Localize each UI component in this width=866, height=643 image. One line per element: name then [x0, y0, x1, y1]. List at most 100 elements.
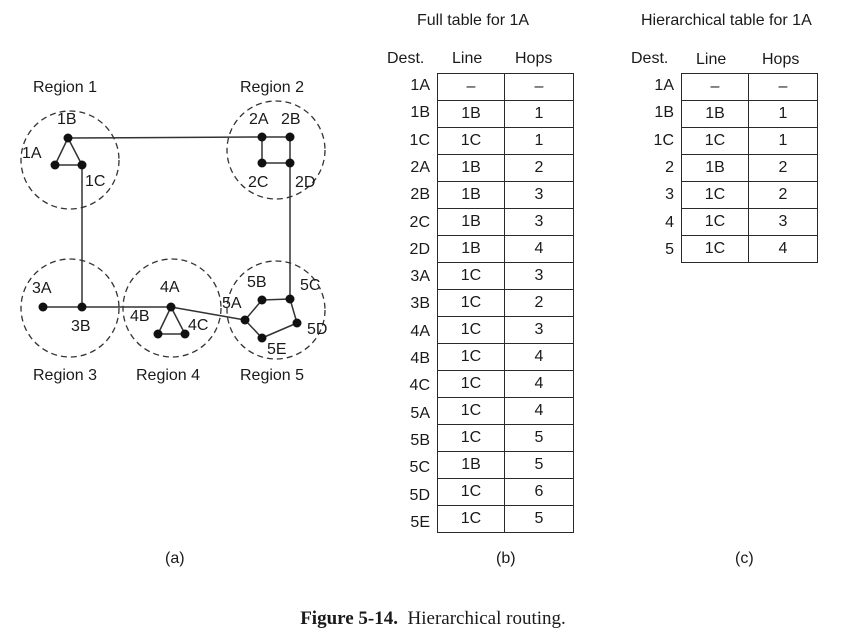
- dest-cell: 1A: [410, 77, 430, 94]
- region-5-label: Region 5: [240, 367, 304, 384]
- router-label-2A: 2A: [249, 111, 269, 128]
- hops-cell: 1: [748, 127, 818, 155]
- dest-cell: 4B: [410, 350, 430, 367]
- line-cell: 1B: [681, 100, 749, 128]
- subfigure-label-b: (b): [496, 550, 516, 567]
- line-cell: 1B: [437, 451, 505, 479]
- hops-cell: 1: [504, 100, 574, 128]
- dest-cell: 3B: [410, 295, 430, 313]
- hops-cell: 5: [504, 424, 574, 452]
- line-cell: 1C: [437, 505, 505, 533]
- router-label-5B: 5B: [247, 274, 267, 291]
- router-label-1B: 1B: [57, 111, 77, 128]
- dest-cell: 2B: [410, 186, 430, 204]
- hops-cell: 2: [504, 154, 574, 182]
- dest-cell: 1A: [654, 77, 674, 94]
- router-node-2C: [257, 158, 267, 168]
- router-label-5C: 5C: [300, 277, 320, 294]
- router-label-5D: 5D: [307, 321, 327, 338]
- router-node-2B: [285, 132, 295, 142]
- dest-cell: 1B: [654, 104, 674, 122]
- line-cell: 1C: [437, 424, 505, 452]
- router-label-3A: 3A: [32, 280, 52, 297]
- router-node-5D: [292, 318, 302, 328]
- dest-cell: 4C: [409, 377, 430, 395]
- router-node-4A: [166, 302, 176, 312]
- hops-cell: 6: [504, 478, 574, 506]
- dest-cell: 2A: [410, 158, 430, 176]
- router-node-1C: [77, 160, 87, 170]
- line-cell: 1C: [437, 397, 505, 425]
- line-cell: –: [681, 73, 749, 101]
- subfigure-label-c: (c): [735, 550, 754, 567]
- line-cell: –: [437, 73, 505, 101]
- dest-cell: 4: [665, 213, 674, 231]
- hops-cell: 3: [504, 181, 574, 209]
- hops-cell: 5: [504, 505, 574, 533]
- link-1B-1C: [67, 137, 83, 166]
- hops-cell: 3: [748, 208, 818, 236]
- hops-cell: 3: [504, 316, 574, 344]
- dest-cell: 5D: [409, 486, 430, 504]
- line-cell: 1C: [681, 181, 749, 209]
- router-node-5E: [257, 333, 267, 343]
- router-label-1A: 1A: [22, 145, 42, 162]
- subfigure-label-a: (a): [165, 550, 185, 567]
- line-cell: 1B: [681, 154, 749, 182]
- hops-cell: 3: [504, 262, 574, 290]
- region-5-boundary: [226, 260, 326, 360]
- dest-cell: 2D: [409, 240, 430, 258]
- router-node-5B: [257, 295, 267, 305]
- line-cell: 1B: [437, 235, 505, 263]
- dest-cell: 4A: [410, 322, 430, 340]
- region-1-boundary: [20, 110, 120, 210]
- router-label-4B: 4B: [130, 308, 150, 325]
- full-table-header-line: Line: [452, 50, 483, 67]
- router-label-3B: 3B: [71, 318, 91, 335]
- table-row: ––: [681, 73, 818, 101]
- hops-cell: 2: [748, 181, 818, 209]
- dest-cell: 3: [665, 186, 674, 204]
- hier-table-title: Hierarchical table for 1A: [641, 12, 812, 29]
- line-cell: 1C: [437, 370, 505, 398]
- router-label-2D: 2D: [295, 174, 315, 191]
- dest-cell: 1C: [653, 131, 674, 149]
- router-label-2B: 2B: [281, 111, 301, 128]
- region-1-label: Region 1: [33, 79, 97, 96]
- hops-cell: 5: [504, 451, 574, 479]
- hops-cell: 4: [504, 235, 574, 263]
- line-cell: 1C: [681, 235, 749, 263]
- region-4-boundary: [122, 258, 222, 358]
- hier-table-header-dest: Dest.: [631, 50, 669, 67]
- line-cell: 1B: [437, 208, 505, 236]
- router-node-3A: [38, 302, 48, 312]
- hops-cell: 2: [748, 154, 818, 182]
- hops-cell: 4: [504, 343, 574, 371]
- dest-cell: 1C: [409, 131, 430, 149]
- router-node-4C: [180, 329, 190, 339]
- router-node-1B: [63, 133, 73, 143]
- line-cell: 1B: [437, 154, 505, 182]
- line-cell: 1C: [681, 208, 749, 236]
- region-3-boundary: [20, 258, 120, 358]
- figure-caption: Figure 5-14. Hierarchical routing.: [0, 608, 866, 630]
- region-2-label: Region 2: [240, 79, 304, 96]
